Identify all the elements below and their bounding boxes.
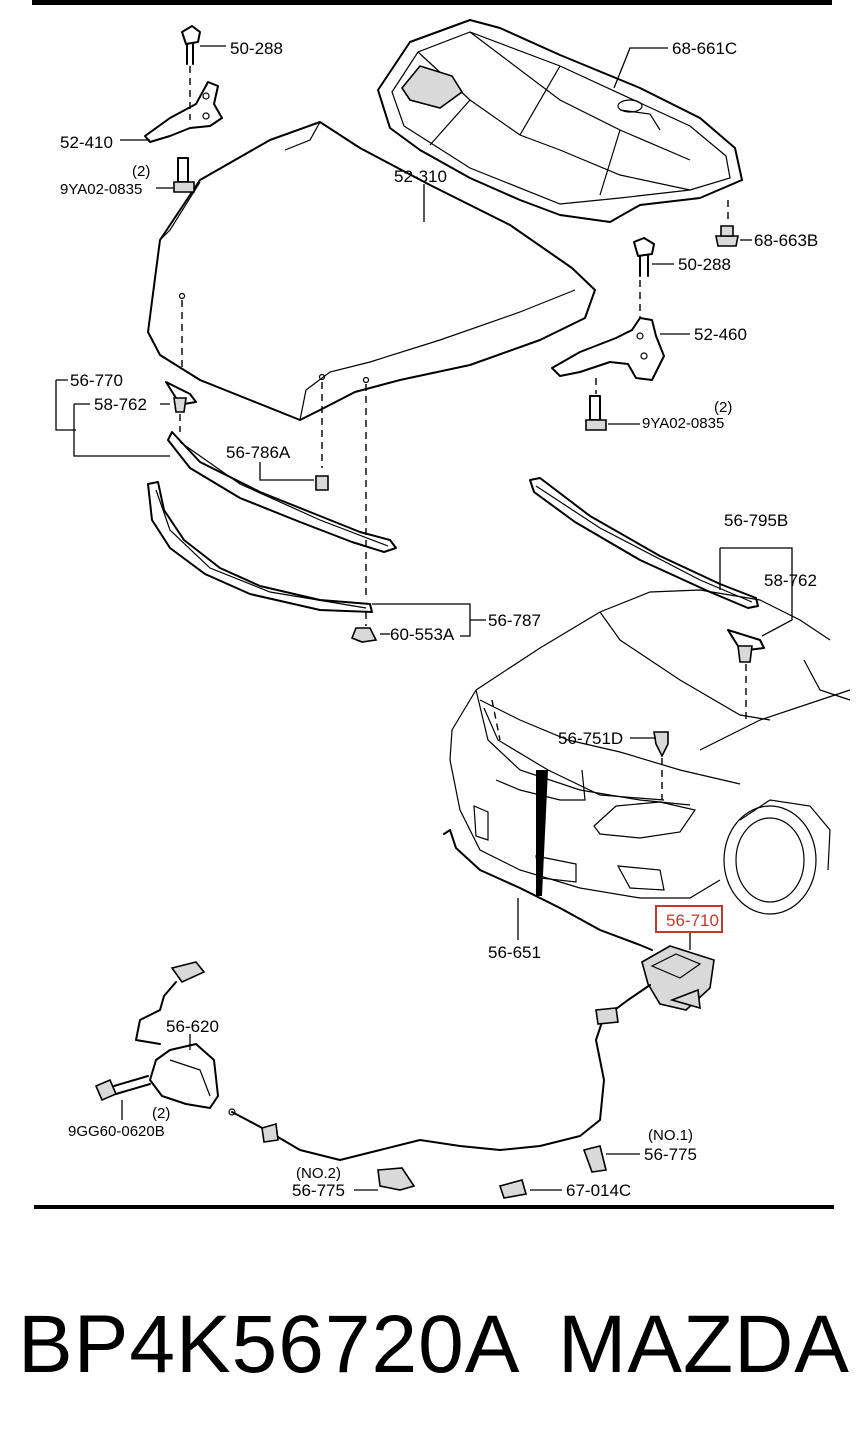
label-56-775-right: 56-775 bbox=[644, 1145, 697, 1164]
part-number: BP4K56720A bbox=[18, 1299, 521, 1390]
release-lever-56-620 bbox=[135, 961, 219, 1109]
cable-clip-no1 bbox=[582, 1145, 607, 1173]
release-cable-56-651 bbox=[443, 770, 653, 951]
hood-hinge-left bbox=[144, 25, 223, 193]
label-50-288-top: 50-288 bbox=[230, 39, 283, 58]
label-68-663b: 68-663B bbox=[754, 231, 818, 250]
hood-hinge-right bbox=[551, 237, 665, 431]
label-no2: (NO.2) bbox=[296, 1165, 341, 1182]
highlight-box-56-710 bbox=[655, 905, 723, 933]
product-caption: BP4K56720A MAZDA bbox=[0, 1290, 864, 1400]
stopper-56-751d bbox=[653, 731, 669, 800]
label-50-288-right: 50-288 bbox=[678, 255, 731, 274]
top-border-rule bbox=[32, 0, 832, 5]
weatherstrip-lower-left bbox=[147, 481, 373, 613]
leader-lines bbox=[55, 45, 793, 1191]
label-qty-left: (2) bbox=[132, 163, 150, 180]
label-9ya02-left: 9YA02-0835 bbox=[60, 181, 142, 198]
clip-67-014c bbox=[498, 1179, 528, 1199]
label-56-795b: 56-795B bbox=[724, 511, 788, 530]
clip-58-762-right bbox=[727, 629, 765, 720]
clip-60-553a bbox=[350, 612, 378, 643]
bolt-9gg60-0620b bbox=[94, 1075, 151, 1102]
label-qty-bolt: (2) bbox=[152, 1105, 170, 1122]
label-56-775-left: 56-775 bbox=[292, 1181, 345, 1200]
label-9gg60: 9GG60-0620B bbox=[68, 1123, 165, 1140]
lever-cable bbox=[228, 1007, 619, 1161]
label-56-651: 56-651 bbox=[488, 943, 541, 962]
label-52-310: 52-310 bbox=[394, 167, 447, 186]
label-67-014c: 67-014C bbox=[566, 1181, 631, 1200]
cable-clip-no2 bbox=[377, 1167, 416, 1191]
label-qty-right: (2) bbox=[714, 399, 732, 416]
weatherstrip-upper-left bbox=[167, 431, 397, 553]
label-58-762-left: 58-762 bbox=[94, 395, 147, 414]
brand-name: MAZDA bbox=[558, 1299, 850, 1390]
parts-diagram: 50-288 52-410 (2) 9YA02-0835 52-310 68-6… bbox=[32, 0, 851, 1209]
label-52-460: 52-460 bbox=[694, 325, 747, 344]
label-no1: (NO.1) bbox=[648, 1127, 693, 1144]
label-56-786a: 56-786A bbox=[226, 443, 291, 462]
label-56-770: 56-770 bbox=[70, 371, 123, 390]
label-56-710: 56-710 bbox=[666, 911, 719, 930]
label-56-787: 56-787 bbox=[488, 611, 541, 630]
hood-panel bbox=[147, 121, 596, 598]
bottom-border-rule bbox=[34, 1205, 834, 1209]
label-9ya02-right: 9YA02-0835 bbox=[642, 415, 724, 432]
label-58-762-right: 58-762 bbox=[764, 571, 817, 590]
seal-56-795b bbox=[529, 477, 759, 609]
bumper-56-786a bbox=[315, 475, 329, 491]
label-60-553a: 60-553A bbox=[390, 625, 455, 644]
clip-68-663b bbox=[715, 200, 739, 247]
car-body bbox=[449, 589, 851, 915]
hood-lock-56-710 bbox=[611, 945, 715, 1013]
hood-insulator bbox=[377, 19, 743, 223]
label-52-410: 52-410 bbox=[60, 133, 113, 152]
label-56-751d: 56-751D bbox=[558, 729, 623, 748]
label-68-661c: 68-661C bbox=[672, 39, 737, 58]
label-56-620: 56-620 bbox=[166, 1017, 219, 1036]
clip-58-762-left bbox=[165, 381, 197, 432]
